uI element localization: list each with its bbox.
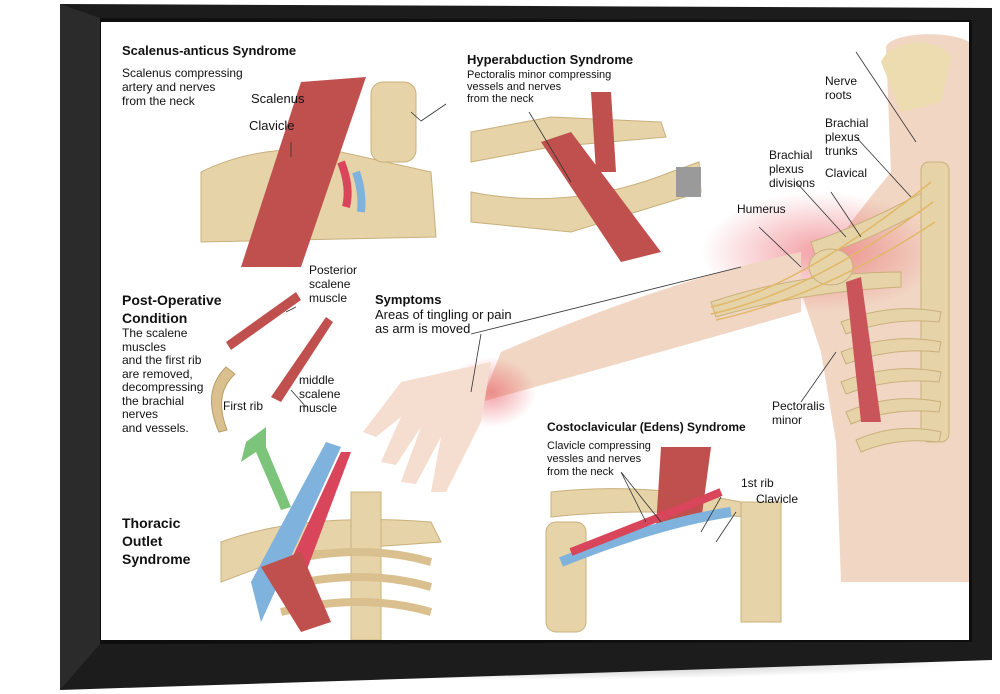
scalenus-anticus-title: Scalenus-anticus Syndrome — [122, 43, 297, 58]
label-middle-scalene: middle scalene muscle — [299, 373, 341, 415]
illustration-canvas: Scalenus-anticus Syndrome Scalenus compr… — [101, 22, 969, 640]
label-pectoralis-minor: Pectoralis minor — [772, 399, 825, 427]
post-operative-illustration — [210, 292, 333, 510]
symptoms-title: Symptoms — [375, 292, 442, 307]
label-humerus: Humerus — [737, 202, 786, 216]
label-brachial-plexus-trunks: Brachial plexus trunks — [825, 116, 869, 158]
costoclavicular-description: Clavicle compressing vessles and nerves … — [547, 440, 651, 478]
hyperabduction-description: Pectoralis minor compressing vessels and… — [467, 69, 612, 105]
thoracic-outlet-illustration — [220, 442, 442, 640]
scalenus-anticus-description: Scalenus compressing artery and nerves f… — [122, 66, 243, 108]
post-operative-title: Post-Operative Condition — [122, 292, 222, 326]
label-costoclavicular-clavicle: Clavicle — [756, 492, 799, 506]
symptoms-description: Areas of tingling or pain as arm is move… — [375, 307, 512, 336]
scalenus-anticus-illustration — [200, 77, 437, 267]
torso-figure — [363, 34, 969, 582]
label-clavicle: Clavicle — [249, 118, 295, 133]
hyperabduction-illustration — [470, 92, 702, 262]
label-posterior-scalene: Posterior scalene muscle — [309, 263, 358, 305]
post-operative-description: The scalene muscles and the first rib ar… — [122, 326, 204, 435]
thoracic-outlet-title: Thoracic Outlet Syndrome — [122, 515, 191, 567]
costoclavicular-title: Costoclavicular (Edens) Syndrome — [547, 420, 746, 434]
leader-lines — [285, 51, 917, 543]
label-brachial-plexus-divisions: Brachial plexus divisions — [769, 148, 816, 190]
label-1st-rib: 1st rib — [741, 476, 774, 490]
label-first-rib: First rib — [223, 399, 263, 413]
label-clavical: Clavical — [825, 166, 868, 180]
costoclavicular-illustration — [545, 447, 782, 633]
label-scalenus: Scalenus — [251, 91, 305, 106]
label-nerve-roots: Nerve roots — [825, 74, 858, 102]
anatomy-illustration — [200, 34, 969, 640]
hyperabduction-title: Hyperabduction Syndrome — [467, 52, 634, 67]
